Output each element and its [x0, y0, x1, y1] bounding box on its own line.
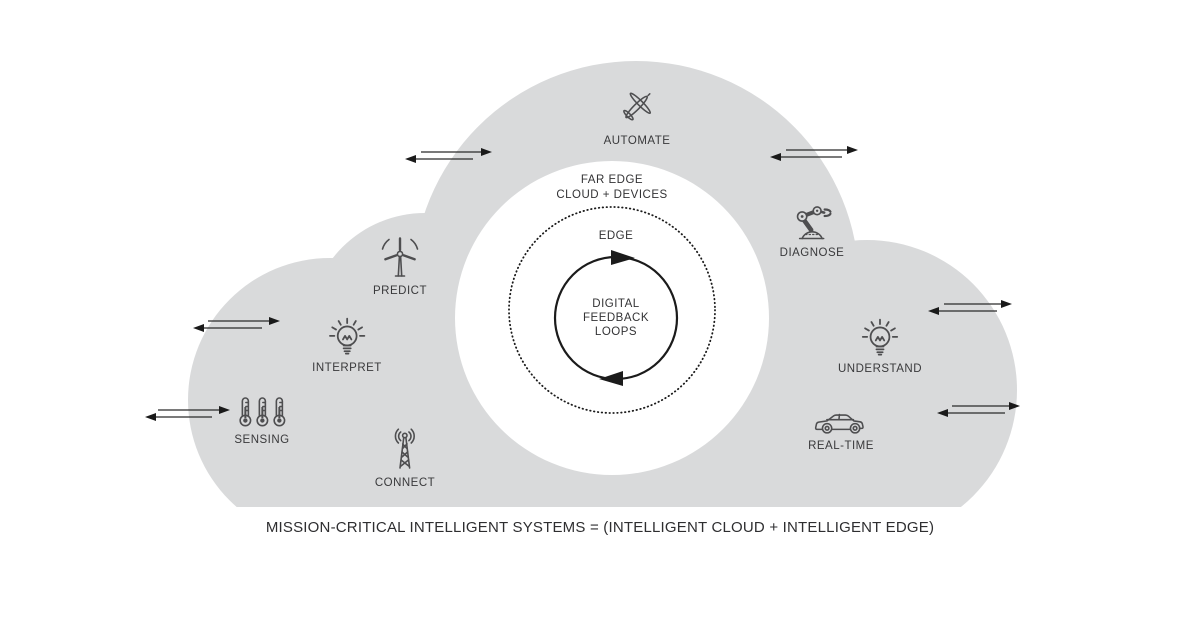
exchange-arrows-left-middle	[193, 317, 280, 332]
robot-arm-icon	[797, 206, 832, 240]
realtime-label: REAL-TIME	[808, 440, 874, 452]
node-predict: PREDICT	[373, 234, 427, 297]
predict-label: PREDICT	[373, 285, 427, 297]
node-diagnose: DIAGNOSE	[780, 200, 845, 259]
automate-label: AUTOMATE	[603, 135, 671, 147]
diagnose-label: DIAGNOSE	[779, 247, 845, 259]
wind-turbine-icon	[381, 237, 419, 277]
edge-ring-dotted	[508, 206, 716, 414]
diagram-caption: MISSION-CRITICAL INTELLIGENT SYSTEMS = (…	[265, 519, 935, 536]
car-icon	[814, 413, 864, 434]
feedback-loop-circle	[553, 250, 679, 386]
far-edge-label: FAR EDGE CLOUD + DEVICES	[556, 173, 667, 203]
lightbulb-icon	[328, 317, 366, 355]
node-realtime: REAL-TIME	[808, 409, 874, 452]
lightbulb-icon	[861, 318, 899, 356]
node-interpret: INTERPRET	[312, 317, 382, 374]
node-sensing: SENSING	[234, 393, 289, 446]
exchange-arrows-top-left	[405, 148, 492, 163]
airplane-icon	[623, 92, 652, 121]
feedback-loop-label: DIGITAL FEEDBACK LOOPS	[583, 297, 649, 339]
connect-label: CONNECT	[374, 477, 436, 489]
edge-label: EDGE	[598, 230, 634, 242]
exchange-arrows-right-middle	[928, 300, 1012, 315]
loop-arrowhead-bottom	[599, 371, 623, 386]
radio-tower-icon	[394, 428, 416, 469]
node-understand: UNDERSTAND	[838, 318, 922, 375]
sensing-label: SENSING	[234, 434, 290, 446]
far-edge-label-line1: FAR EDGE	[580, 174, 644, 186]
feedback-loop-label-line1: DIGITAL	[592, 298, 640, 310]
feedback-loop-label-line3: LOOPS	[594, 326, 638, 338]
exchange-arrows-top-right	[770, 146, 858, 161]
far-edge-label-line2: CLOUD + DEVICES	[556, 189, 668, 201]
interpret-label: INTERPRET	[312, 362, 382, 374]
loop-arrowhead-top	[611, 250, 635, 265]
exchange-arrows-left-bottom	[145, 406, 230, 421]
exchange-arrows-right-bottom	[937, 402, 1020, 417]
far-edge-ring	[455, 161, 769, 475]
node-automate: AUTOMATE	[604, 84, 671, 147]
understand-label: UNDERSTAND	[837, 363, 923, 375]
thermometer-icon	[238, 397, 285, 427]
node-connect: CONNECT	[375, 426, 435, 489]
feedback-loop-label-line2: FEEDBACK	[583, 312, 649, 324]
